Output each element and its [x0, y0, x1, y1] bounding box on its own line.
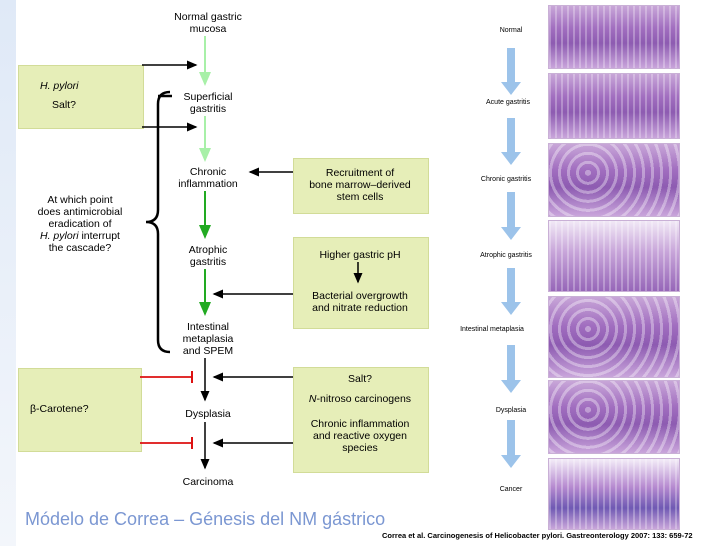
blue-arrow-1: [501, 48, 521, 95]
blue-arrow-5: [501, 345, 521, 393]
stage-carcinoma: Carcinoma: [182, 476, 234, 488]
inflammation-text: Chronic inflammation and reactive oxygen…: [310, 418, 410, 454]
beta-carotene-label: β-Carotene?: [30, 403, 89, 415]
citation: Correa et al. Carcinogenesis of Helicoba…: [382, 531, 693, 540]
recruitment-text: Recruitment of bone marrow–derived stem …: [309, 167, 411, 203]
question-line-3: eradication of: [48, 218, 112, 230]
histo-label-atrophic: Atrophic gastritis: [480, 252, 532, 259]
slide-title: Módelo de Correa – Génesis del NM gástri…: [25, 509, 386, 529]
blue-arrow-6: [501, 420, 521, 468]
blue-arrow-3: [501, 192, 521, 240]
histo-label-acute: Acute gastritis: [486, 99, 530, 106]
nitroso-text: N-nitroso carcinogens: [293, 393, 427, 405]
question-line-2: does antimicrobial: [37, 206, 123, 218]
histo-label-dysplasia: Dysplasia: [495, 407, 527, 414]
salt-question-text: Salt?: [348, 373, 372, 385]
question-line-4: H. pylori interrupt: [16, 230, 144, 242]
histology-image-metaplasia: [548, 296, 680, 378]
histology-image-chronic: [548, 143, 680, 217]
left-decor-strip: [0, 0, 16, 546]
overgrowth-text: Bacterial overgrowth and nitrate reducti…: [312, 290, 408, 314]
question-line-4-rest: interrupt: [78, 230, 120, 242]
beta-carotene-box: [18, 368, 142, 452]
question-box: [16, 180, 144, 250]
histology-image-acute: [548, 73, 680, 139]
blue-arrow-4: [501, 268, 521, 315]
blue-arrow-2: [501, 118, 521, 165]
histology-image-cancer: [548, 458, 680, 530]
stage-atrophic-gastritis: Atrophic gastritis: [188, 244, 228, 268]
stage-chronic-inflammation: Chronic inflammation: [178, 166, 238, 190]
histology-blue-arrows: [501, 48, 521, 468]
question-text: At which point does antimicrobial eradic…: [16, 194, 144, 254]
hpylori-factor-box: [18, 65, 144, 129]
nitroso-rest: -nitroso carcinogens: [316, 393, 412, 405]
salt-label: Salt?: [52, 99, 76, 111]
histo-label-normal: Normal: [499, 27, 523, 34]
cascade-brace: [145, 90, 171, 354]
histology-image-atrophic: [548, 220, 680, 292]
stage-intestinal-metaplasia: Intestinal metaplasia and SPEM: [182, 321, 234, 357]
stage-normal-mucosa: Normal gastric mucosa: [174, 11, 242, 35]
stage-superficial-gastritis: Superficial gastritis: [183, 91, 233, 115]
question-line-5: the cascade?: [48, 242, 112, 254]
ph-text: Higher gastric pH: [319, 249, 401, 261]
stage-dysplasia: Dysplasia: [185, 408, 231, 420]
histo-label-metaplasia: Intestinal metaplasia: [460, 326, 524, 333]
histology-image-normal: [548, 5, 680, 69]
nitroso-italic: N: [308, 393, 317, 405]
recruitment-box: [293, 158, 429, 214]
question-line-1: At which point: [47, 194, 113, 206]
histology-image-dysplasia: [548, 380, 680, 454]
hpylori-italic: H. pylori: [40, 230, 79, 242]
histo-label-cancer: Cancer: [499, 486, 523, 493]
carcinogen-box: [293, 367, 429, 473]
hpylori-label: H. pylori: [40, 80, 79, 92]
histo-label-chronic: Chronic gastritis: [480, 176, 532, 183]
